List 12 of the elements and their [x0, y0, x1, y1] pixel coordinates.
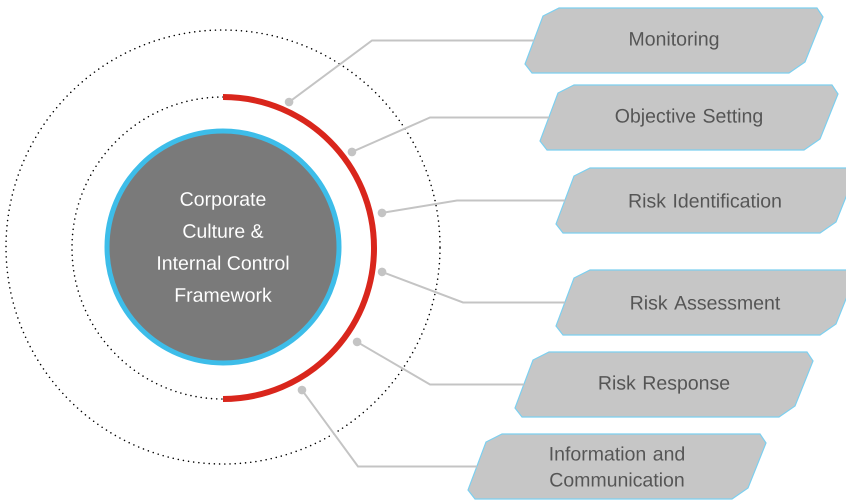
label-box: Risk Assessment — [555, 269, 846, 336]
label-box: Risk Response — [514, 351, 814, 418]
leader-line — [348, 116, 549, 156]
leader-line — [352, 338, 524, 386]
leader-line — [378, 200, 565, 218]
label-box: Objective Setting — [539, 84, 839, 151]
leader-line — [378, 268, 565, 304]
label-box: Risk Identification — [555, 167, 846, 234]
label-box: Monitoring — [524, 7, 824, 74]
leader-line — [284, 40, 534, 106]
leader-line — [298, 386, 477, 468]
label-box: Information and Communication — [467, 433, 767, 500]
